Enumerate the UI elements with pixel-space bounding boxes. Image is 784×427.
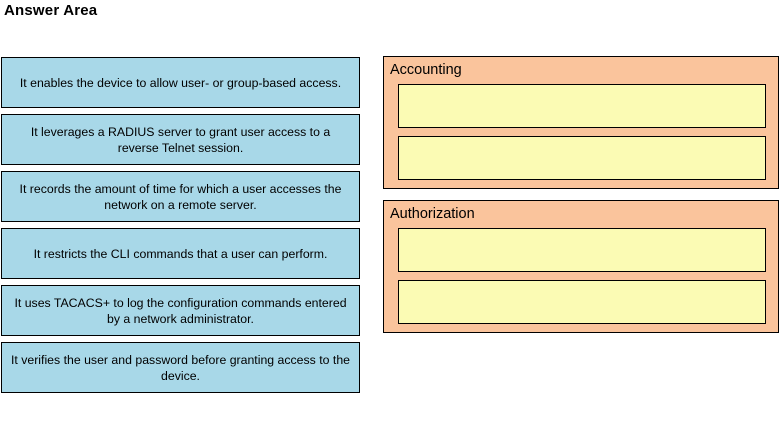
option-tile-label: It enables the device to allow user- or … bbox=[19, 75, 342, 90]
draggable-options-list: It enables the device to allow user- or … bbox=[1, 57, 360, 399]
option-tile[interactable]: It enables the device to allow user- or … bbox=[1, 57, 360, 108]
option-tile-label: It leverages a RADIUS server to grant us… bbox=[30, 124, 331, 155]
option-tile[interactable]: It verifies the user and password before… bbox=[1, 342, 360, 393]
drop-slot[interactable] bbox=[398, 136, 766, 180]
category-title: Authorization bbox=[390, 206, 475, 222]
option-tile-label: It uses TACACS+ to log the configuration… bbox=[14, 295, 347, 326]
drop-slot[interactable] bbox=[398, 84, 766, 128]
drop-slot[interactable] bbox=[398, 280, 766, 324]
option-tile[interactable]: It uses TACACS+ to log the configuration… bbox=[1, 285, 360, 336]
drop-slot[interactable] bbox=[398, 228, 766, 272]
category-title: Accounting bbox=[390, 62, 462, 78]
option-tile[interactable]: It restricts the CLI commands that a use… bbox=[1, 228, 360, 279]
page-title: Answer Area bbox=[4, 2, 98, 19]
option-tile[interactable]: It leverages a RADIUS server to grant us… bbox=[1, 114, 360, 165]
category-panel-authorization: Authorization bbox=[383, 200, 779, 333]
option-tile-label: It restricts the CLI commands that a use… bbox=[33, 246, 328, 261]
category-panel-accounting: Accounting bbox=[383, 56, 779, 189]
option-tile-label: It verifies the user and password before… bbox=[10, 352, 351, 383]
option-tile[interactable]: It records the amount of time for which … bbox=[1, 171, 360, 222]
option-tile-label: It records the amount of time for which … bbox=[19, 181, 342, 212]
category-panels-list: Accounting Authorization bbox=[383, 56, 779, 344]
